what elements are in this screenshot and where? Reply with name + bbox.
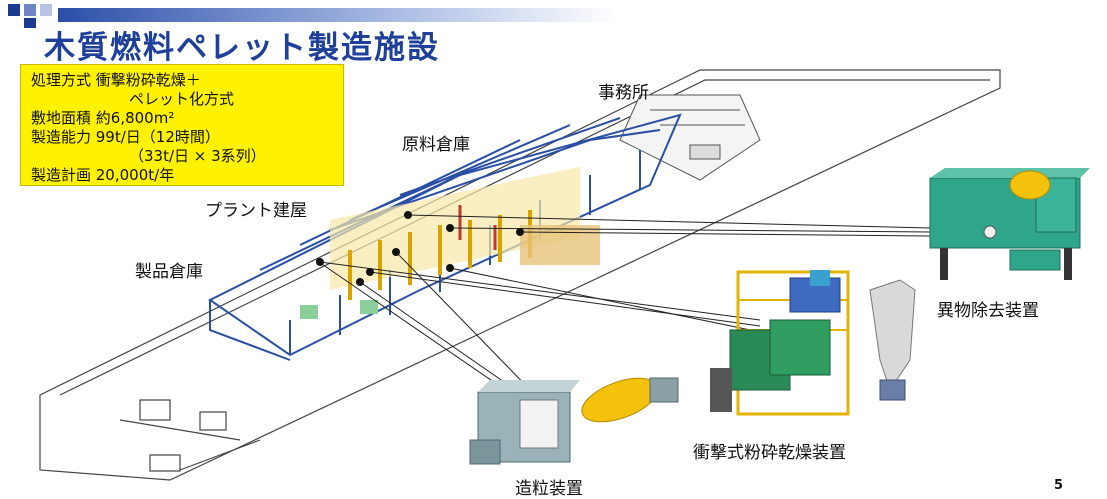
spec-plan: 製造計画 20,000t/年 [31,166,175,184]
label-foreign-removal: 異物除去装置 [937,301,1039,321]
header-gradient [58,8,618,22]
leader-dots [316,211,524,286]
crusher-dryer-machine [710,270,916,416]
page-number: 5 [1054,478,1064,493]
office-block [619,94,761,181]
label-crusher-dryer: 衝撃式粉砕乾燥装置 [693,443,846,463]
label-plant: プラント建屋 [205,201,307,221]
spec-method-cont: ペレット化方式 [129,90,235,108]
spec-box: 処理方式 衝撃粉砕乾燥＋ ペレット化方式 敷地面積 約6,800m² 製造能力 … [20,64,344,186]
foreign-removal-machine [929,168,1090,280]
header-square-2 [24,4,36,16]
label-product-storage: 製品倉庫 [135,262,203,282]
spec-capacity: 製造能力 99t/日（12時間） [31,128,220,146]
header-bar [0,0,1107,30]
label-raw-storage: 原料倉庫 [402,135,470,155]
header-square-4 [24,18,36,28]
header-square-3 [40,4,52,16]
site-outline [39,69,1001,481]
building-frames [208,113,682,361]
leader-lines [315,214,931,401]
spec-capacity-cont: （33t/日 × 3系列） [129,147,266,165]
pelletizer-machine [469,377,679,465]
spec-method: 処理方式 衝撃粉砕乾燥＋ [31,71,201,89]
label-pelletizer: 造粒装置 [515,479,583,499]
header-square-1 [8,4,20,16]
spec-area: 敷地面積 約6,800m² [31,109,175,127]
plant-equipment [300,166,600,319]
page-title: 木質燃料ペレット製造施設 [44,30,440,66]
label-office: 事務所 [598,83,649,103]
